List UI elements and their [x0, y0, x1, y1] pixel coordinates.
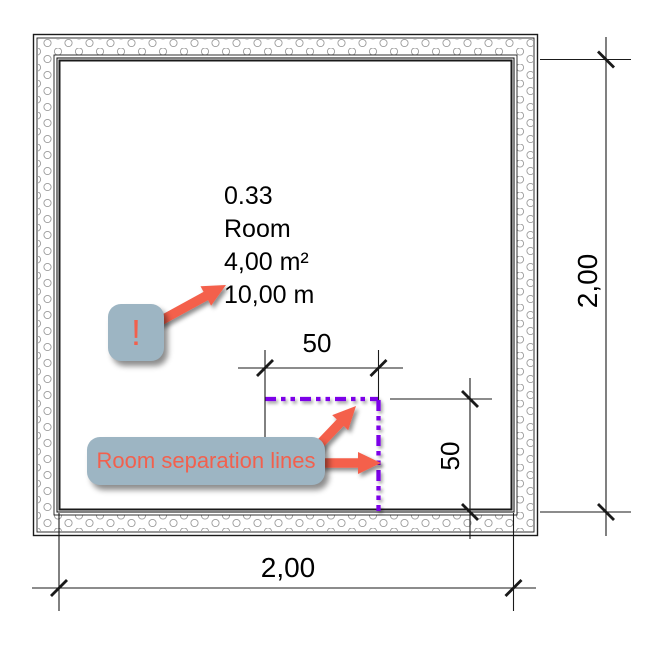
wall-layer-line	[36, 37, 535, 533]
room-perimeter: 10,00 m	[224, 281, 315, 309]
room-separation-callout-label: Room separation lines	[96, 448, 316, 473]
dimension-tick	[597, 503, 615, 521]
dimension-value-separation-horizontal: 50	[303, 328, 332, 358]
wall-layer-line	[56, 57, 515, 513]
dimension-tick	[50, 579, 68, 597]
room-separation-callout: Room separation lines	[87, 437, 325, 485]
room-name: Room	[224, 215, 291, 243]
wall-outline	[32, 33, 539, 537]
arrow-to-room-tag	[157, 285, 226, 325]
room-number: 0.33	[224, 182, 273, 210]
dimension-tick	[256, 359, 274, 377]
arrow-to-vertical-separation-line	[319, 452, 381, 474]
room-separation-lines	[265, 396, 381, 511]
exclamation-callout-label: !	[130, 311, 141, 353]
wall-layer-line	[53, 54, 518, 516]
arrow-to-horizontal-separation-line	[312, 406, 356, 452]
dimension-tick	[504, 579, 523, 597]
exclamation-callout: !	[108, 304, 164, 361]
dimension-tick	[597, 50, 615, 69]
dimension-value-separation-vertical: 50	[435, 442, 465, 471]
dimension-tick	[461, 503, 479, 521]
dimension-tick	[461, 390, 479, 408]
dimension-separation-vertical	[390, 378, 492, 539]
dimension-value-bottom: 2,00	[261, 552, 316, 583]
wall-outer-face	[32, 33, 539, 537]
room-tag: 0.33 Room 4,00 m² 10,00 m	[224, 180, 314, 312]
dimension-bottom	[32, 513, 536, 611]
dimension-right	[540, 37, 631, 536]
wall-inner-face	[58, 59, 513, 511]
dimension-tick	[369, 359, 388, 377]
room-area: 4,00 m²	[224, 248, 309, 276]
dimension-value-right: 2,00	[572, 254, 603, 309]
